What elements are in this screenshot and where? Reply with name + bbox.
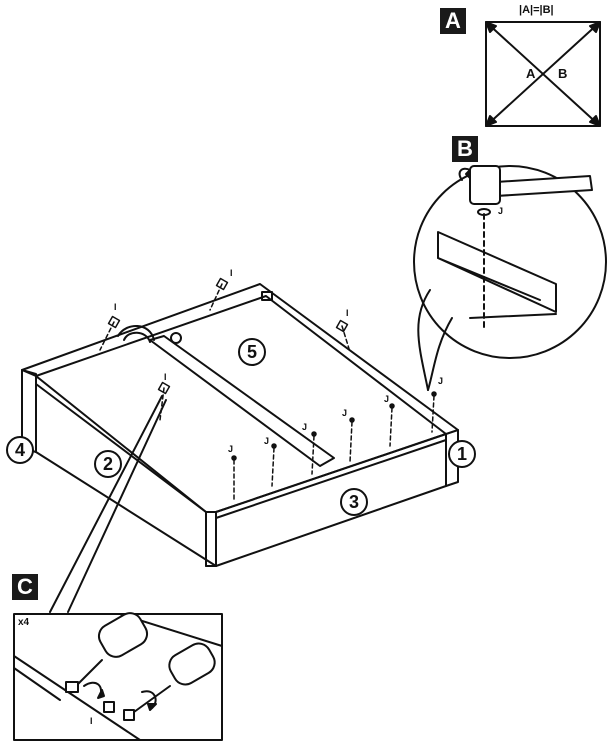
- nail-label: J: [498, 206, 504, 216]
- cam-lock-label: I: [114, 302, 117, 312]
- cam-lock-label: I: [90, 716, 93, 726]
- nail-label: J: [438, 376, 444, 386]
- part-number-3: 3: [340, 488, 368, 516]
- part-number-4: 4: [6, 436, 34, 464]
- step-badge-c: C: [12, 574, 38, 600]
- diagonal-b-label: B: [558, 66, 568, 81]
- nail-label: J: [342, 408, 348, 418]
- step-badge-a: A: [440, 8, 466, 34]
- detail-b-circle: [413, 165, 607, 391]
- step-badge-b: B: [452, 136, 478, 162]
- nail-label: J: [228, 444, 234, 454]
- drawer-frame: [21, 283, 459, 567]
- part-number-5: 5: [238, 338, 266, 366]
- nail-label: J: [302, 422, 308, 432]
- nail-label: J: [384, 394, 390, 404]
- diagonal-a-label: A: [526, 66, 536, 81]
- cam-lock-label: I: [164, 372, 167, 382]
- nail-markers: [231, 391, 437, 501]
- cam-lock-label: I: [346, 308, 349, 318]
- cam-lock-markers: [99, 277, 351, 421]
- cam-lock-label: I: [230, 268, 233, 278]
- nail-label: J: [264, 436, 270, 446]
- part-number-1: 1: [448, 440, 476, 468]
- detail-c-leader: [49, 395, 167, 613]
- part-number-2: 2: [94, 450, 122, 478]
- diagonal-equality-label: |A|=|B|: [519, 4, 554, 16]
- detail-c-box: [13, 612, 223, 741]
- detail-c-quantity: x4: [18, 617, 30, 628]
- diagonal-check-square: [485, 21, 601, 127]
